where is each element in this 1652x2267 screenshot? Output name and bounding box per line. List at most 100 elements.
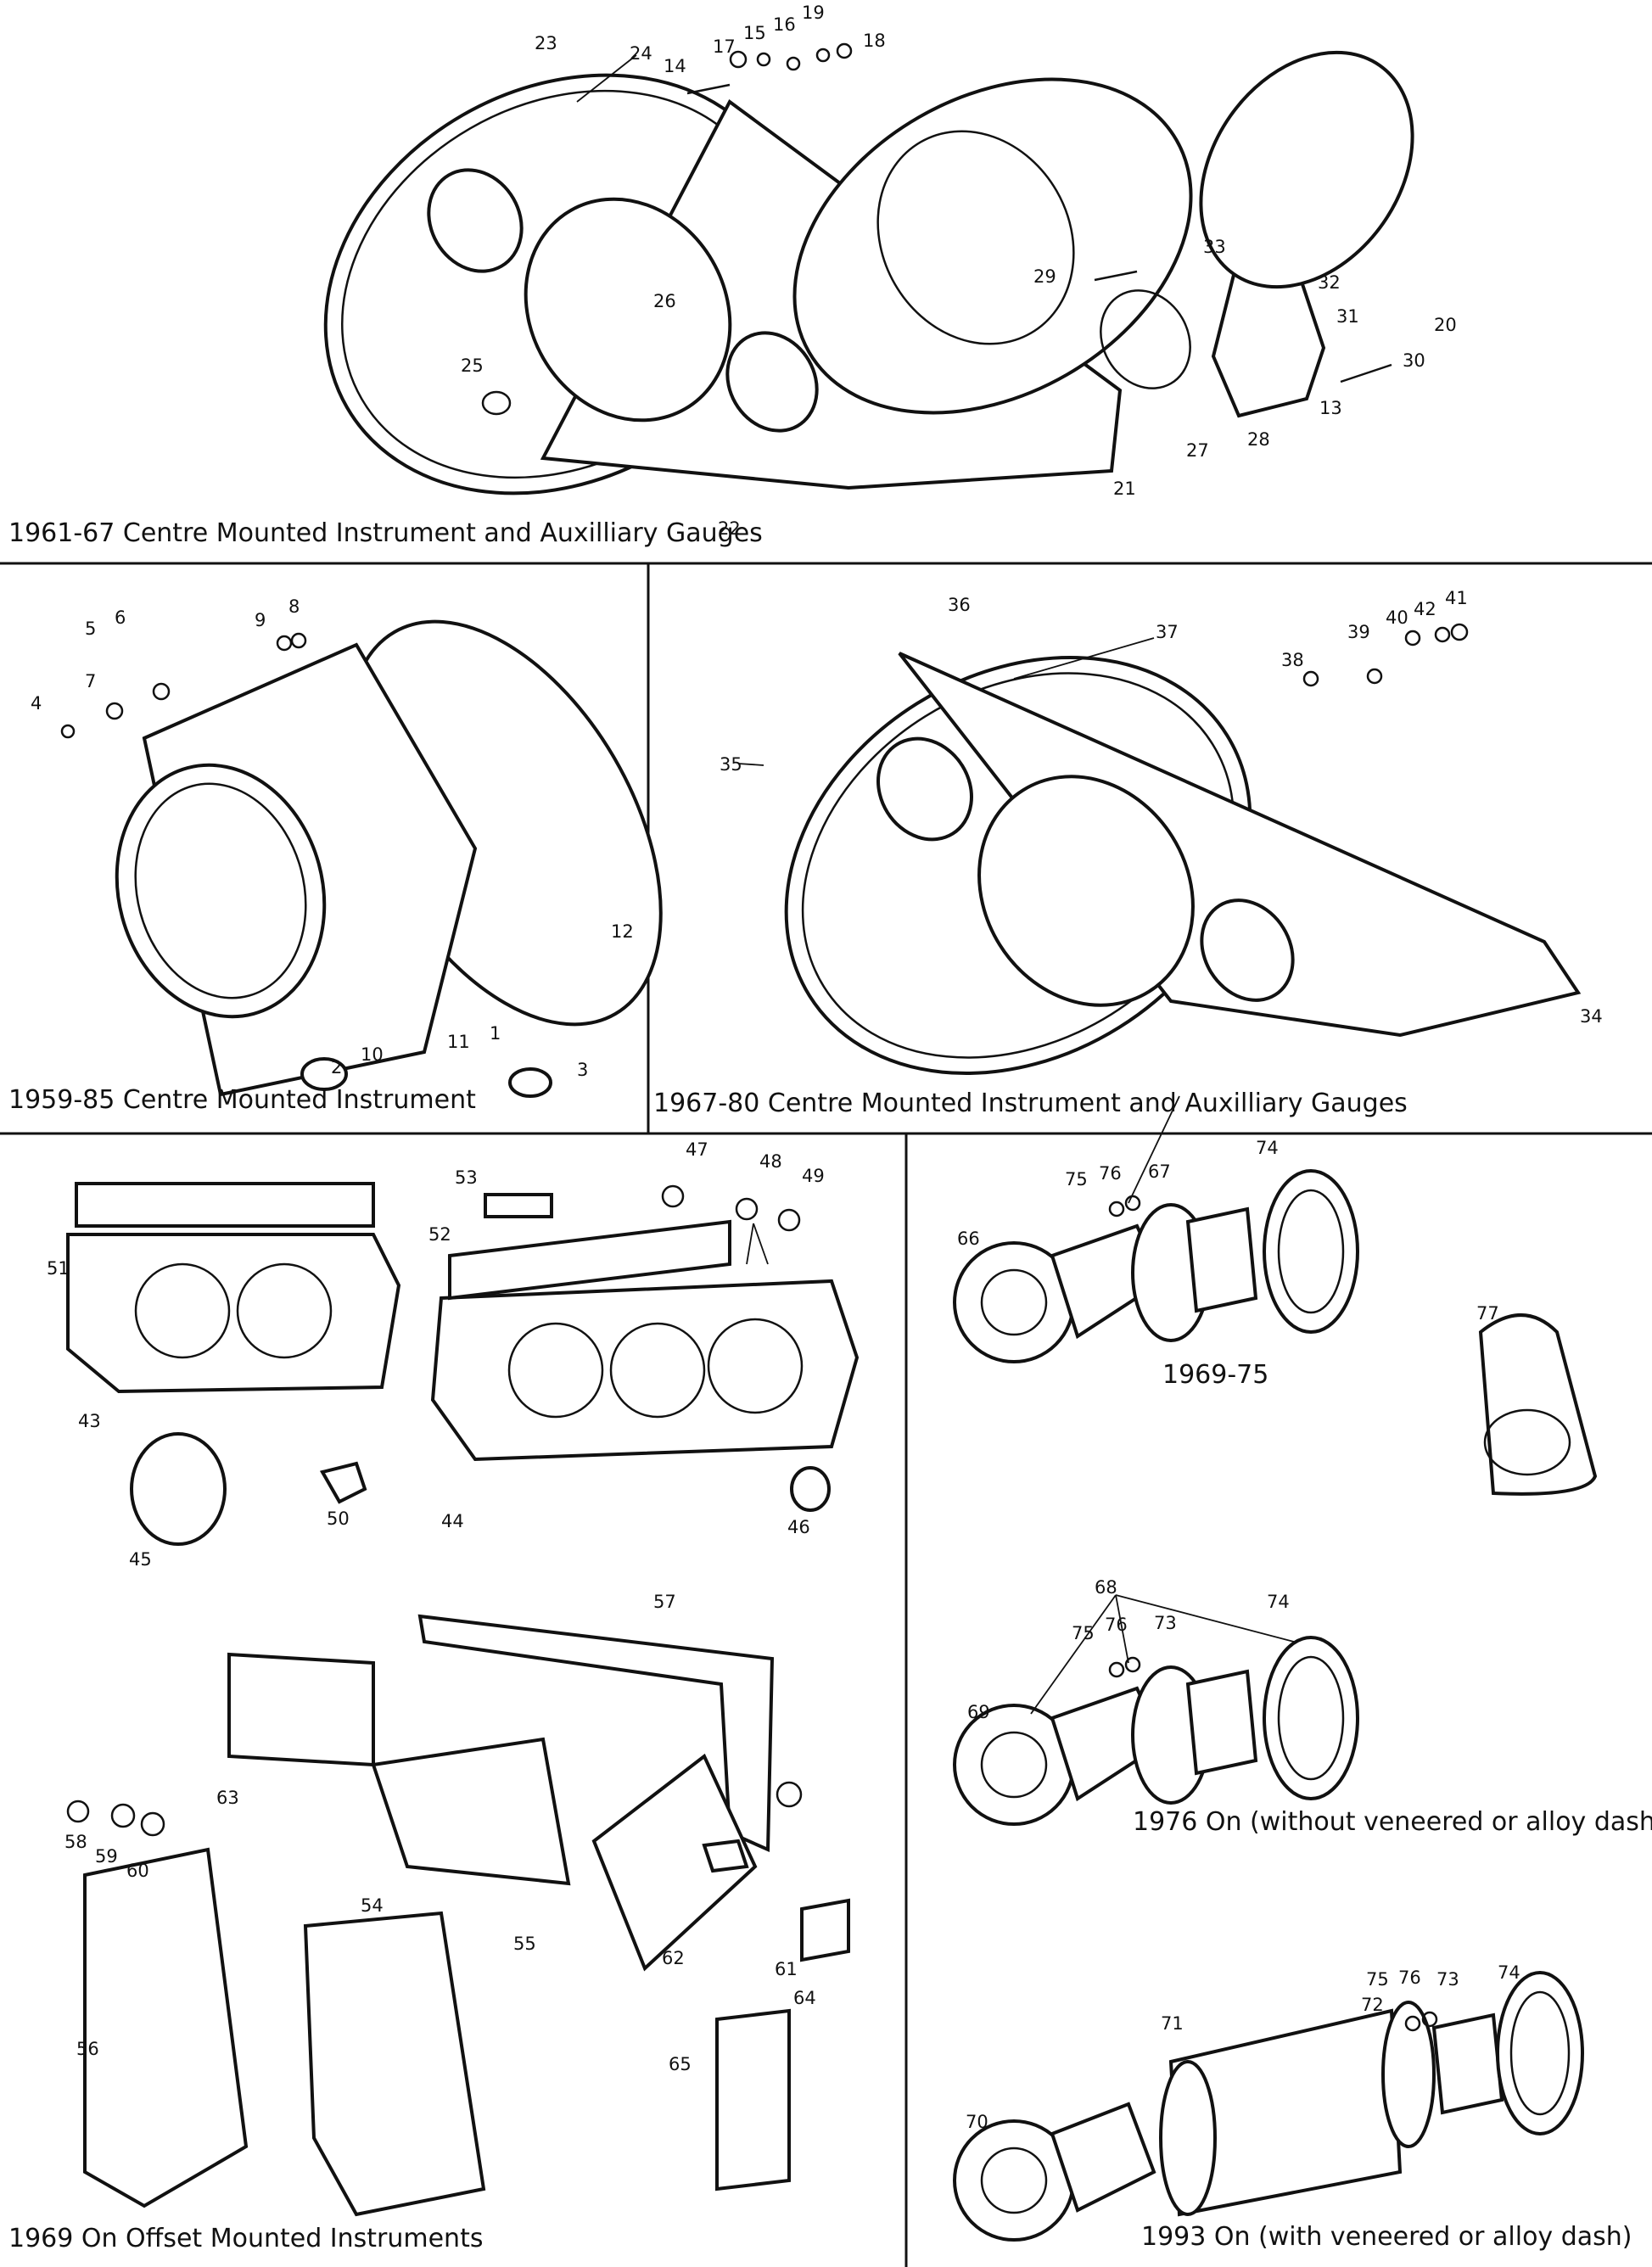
part-label: 20 (1434, 315, 1457, 335)
part-label: 6 (115, 607, 126, 628)
part-label: 75 (1366, 1969, 1389, 1990)
part-label: 74 (1498, 1962, 1520, 1983)
part-label: 37 (1156, 622, 1179, 642)
caption-1969-75: 1969-75 (1162, 1360, 1268, 1390)
part-label: 35 (720, 754, 742, 775)
part-label: 38 (1281, 650, 1304, 670)
part-label: 17 (713, 36, 736, 57)
part-label: 69 (967, 1702, 990, 1722)
part-label: 27 (1186, 440, 1209, 461)
part-label: 10 (361, 1044, 384, 1065)
part-label: 68 (1095, 1577, 1117, 1598)
part-label: 54 (361, 1895, 384, 1916)
part-label: 63 (216, 1788, 239, 1808)
part-label: 7 (85, 671, 96, 691)
part-label: 55 (513, 1934, 536, 1954)
panel4-labels: 53 47 48 49 52 51 43 50 44 46 45 57 63 5… (47, 1139, 825, 2074)
part-label: 39 (1347, 622, 1370, 642)
part-label: 22 (718, 518, 741, 539)
part-label: 3 (577, 1060, 588, 1080)
part-label: 48 (759, 1151, 782, 1172)
part-label: 25 (461, 355, 484, 376)
panel1-illustration (323, 42, 1414, 495)
part-label: 36 (948, 595, 971, 615)
part-label: 13 (1319, 398, 1342, 418)
part-label: 72 (1361, 1995, 1384, 2015)
part-label: 62 (662, 1948, 685, 1968)
part-label: 57 (653, 1592, 676, 1612)
panel2-labels: 5 6 9 8 7 4 12 1 11 10 2 3 (31, 596, 634, 1080)
caption-1969-offset: 1969 On Offset Mounted Instruments (8, 2224, 483, 2253)
part-label: 46 (787, 1517, 810, 1537)
part-label: 23 (535, 33, 557, 53)
part-label: 76 (1398, 1968, 1421, 1988)
panel3-labels: 36 37 39 40 42 41 38 35 34 (720, 588, 1603, 1027)
part-label: 1 (490, 1023, 501, 1044)
part-label: 32 (1318, 272, 1341, 293)
caption-1967-80: 1967-80 Centre Mounted Instrument and Au… (653, 1089, 1408, 1118)
part-label: 45 (129, 1549, 152, 1570)
part-label: 59 (95, 1846, 118, 1867)
part-label: 34 (1580, 1006, 1603, 1027)
part-label: 41 (1445, 588, 1468, 608)
part-label: 11 (447, 1032, 470, 1052)
part-label: 30 (1403, 350, 1425, 371)
caption-1976-on: 1976 On (without veneered or alloy dash) (1133, 1807, 1652, 1837)
caption-1959-85: 1959-85 Centre Mounted Instrument (8, 1085, 476, 1115)
leader-lines (576, 54, 1295, 1715)
caption-1993-on: 1993 On (with veneered or alloy dash) (1141, 2222, 1632, 2252)
part-label: 76 (1099, 1163, 1122, 1184)
part-label: 49 (802, 1166, 825, 1186)
part-label: 64 (793, 1988, 816, 2008)
part-label: 61 (775, 1959, 798, 1979)
part-label: 47 (686, 1139, 708, 1160)
part-label: 28 (1247, 429, 1270, 450)
panel3-illustration (784, 623, 1582, 1076)
part-label: 66 (957, 1229, 980, 1249)
part-label: 9 (255, 610, 266, 630)
part-label: 12 (611, 921, 634, 942)
caption-1961-67: 1961-67 Centre Mounted Instrument and Au… (8, 518, 763, 548)
part-label: 75 (1072, 1623, 1095, 1643)
part-label: 16 (773, 14, 796, 35)
panel4-illustration (66, 1182, 860, 2217)
part-label: 74 (1256, 1138, 1279, 1158)
part-label: 29 (1033, 266, 1056, 287)
panel1-labels: 23 24 14 17 15 16 19 18 33 29 26 32 31 3… (461, 3, 1457, 539)
part-label: 74 (1267, 1592, 1290, 1612)
part-label: 76 (1105, 1615, 1128, 1635)
panel2-illustration (60, 619, 663, 1098)
part-label: 67 (1148, 1161, 1171, 1182)
part-label: 31 (1336, 306, 1359, 327)
part-label: 44 (441, 1511, 464, 1531)
part-label: 26 (653, 291, 676, 311)
panel5-labels: 75 76 67 74 66 77 68 75 76 73 74 69 75 7… (957, 1138, 1520, 2132)
part-label: 73 (1436, 1969, 1459, 1990)
part-label: 42 (1414, 599, 1436, 619)
part-label: 65 (669, 2054, 692, 2074)
part-label: 2 (331, 1057, 342, 1078)
part-label: 5 (85, 619, 96, 639)
part-label: 8 (288, 596, 300, 617)
part-label: 51 (47, 1258, 70, 1279)
part-label: 43 (78, 1411, 101, 1431)
part-label: 19 (802, 3, 825, 23)
part-label: 14 (664, 56, 686, 76)
part-label: 33 (1203, 237, 1226, 257)
part-label: 21 (1113, 479, 1136, 499)
part-label: 71 (1161, 2013, 1184, 2034)
part-label: 73 (1154, 1613, 1177, 1633)
part-label: 60 (126, 1861, 149, 1881)
part-label: 53 (455, 1167, 478, 1188)
panel5-illustration (953, 1169, 1598, 2242)
part-label: 24 (630, 43, 652, 64)
panel-dividers (0, 562, 1652, 2267)
part-label: 56 (76, 2039, 99, 2059)
part-label: 77 (1476, 1303, 1499, 1324)
part-label: 40 (1386, 607, 1408, 628)
part-label: 4 (31, 693, 42, 714)
part-label: 52 (428, 1224, 451, 1245)
part-label: 15 (743, 23, 766, 43)
part-label: 70 (966, 2112, 988, 2132)
